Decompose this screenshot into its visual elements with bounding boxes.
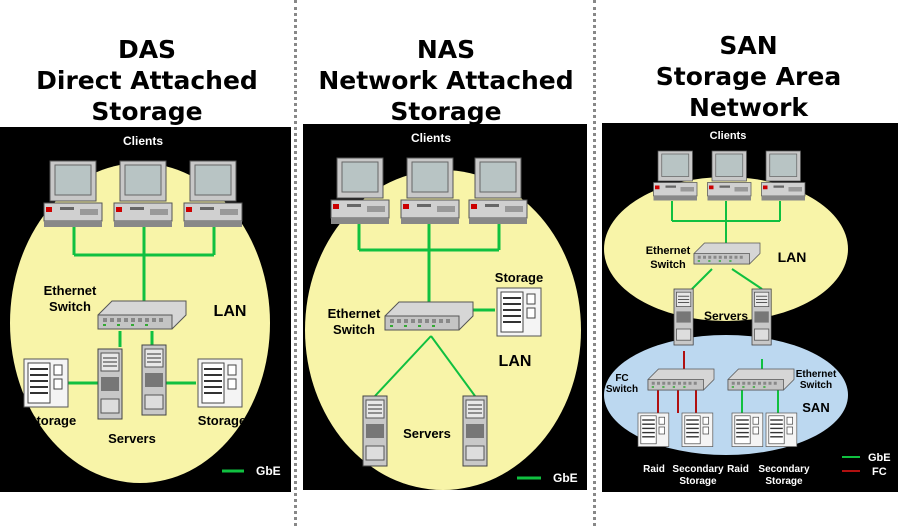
san-title: SAN Storage Area Network [598,30,899,123]
san-lan-label: LAN [778,249,807,265]
san-secondary2-label-2: Storage [765,476,803,487]
san-panel: Clients Ethernet Switch LAN Servers FC S… [602,123,898,492]
nas-storage-label: Storage [495,270,543,285]
nas-server-2 [462,395,488,467]
nas-storage-device [496,287,542,337]
das-storage-right [197,358,243,408]
nas-client-pc-1 [330,157,390,225]
nas-title-line3: Storage [390,97,502,126]
san-raid-2 [731,412,764,448]
san-fc-links [657,351,860,472]
divider-right [593,0,596,526]
das-switch-label-1: Ethernet [44,283,97,298]
san-eth-switch2-label-2: Switch [800,380,832,391]
san-servers-label: Servers [704,309,748,323]
das-storage-left-label: Storage [28,413,76,428]
das-server-2 [141,344,167,416]
das-storage-right-label: Storage [198,413,246,428]
nas-panel: Clients Storage Ethernet Switch LAN Serv… [303,124,587,490]
san-secondary2-label-1: Secondary [758,464,810,475]
nas-gbe-links [357,224,501,312]
das-lan-label: LAN [214,303,247,320]
nas-clients-label: Clients [411,131,451,145]
das-servers-label: Servers [108,431,156,446]
das-ethernet-switch [97,300,187,330]
san-legend-gbe: GbE [868,452,891,464]
nas-ethernet-switch [384,301,474,331]
san-secondary-storage-1 [681,412,714,448]
san-raid-1 [637,412,670,448]
san-title-line2: Storage Area [655,62,842,91]
nas-switch-label-2: Switch [333,322,375,337]
nas-switch-label-1: Ethernet [328,306,381,321]
san-san-label: SAN [802,400,829,415]
san-title-line1: SAN [719,31,778,60]
san-client-pc-2 [707,150,752,201]
das-title-line3: Storage [91,97,203,126]
san-gbe-links [671,201,860,458]
das-panel: Clients Ethernet Switch LAN Storage Serv… [0,127,291,492]
nas-lan-label: LAN [499,353,532,370]
san-server-1 [673,288,694,346]
nas-client-pc-2 [400,157,460,225]
san-raid1-label: Raid [643,464,665,475]
das-title-line2: Direct Attached [36,66,258,95]
san-secondary1-label-1: Secondary [672,464,724,475]
nas-legend-gbe: GbE [553,471,578,485]
nas-server-links [374,335,476,397]
nas-title-line1: NAS [416,35,476,64]
das-title: DAS Direct Attached Storage [0,34,294,127]
san-server-2 [751,288,772,346]
nas-title-line2: Network Attached [318,66,574,95]
das-client-pc-1 [43,160,103,228]
das-server-1 [97,348,123,420]
san-clients-label: Clients [710,130,747,142]
san-client-pc-3 [761,150,806,201]
san-switch-label-2: Switch [650,259,686,271]
san-ethernet-switch [693,242,761,265]
das-switch-label-2: Switch [49,299,91,314]
das-legend-gbe: GbE [256,464,281,478]
das-clients-label: Clients [123,134,163,148]
das-title-line1: DAS [117,35,177,64]
das-client-pc-3 [183,160,243,228]
san-title-line3: Network [688,93,809,122]
nas-title: NAS Network Attached Storage [298,34,594,127]
san-ethernet-switch-2 [727,368,795,391]
san-switch-label-1: Ethernet [646,245,691,257]
san-client-pc-1 [653,150,698,201]
san-fc-switch-label-2: Switch [606,384,638,395]
das-storage-left [23,358,69,408]
nas-server-1 [362,395,388,467]
san-fc-switch-label-1: FC [615,373,628,384]
nas-client-pc-3 [468,157,528,225]
das-gbe-links [66,227,244,473]
san-secondary-storage-2 [765,412,798,448]
divider-left [294,0,297,526]
san-eth-switch2-label-1: Ethernet [796,369,837,380]
san-secondary1-label-2: Storage [679,476,717,487]
san-raid2-label: Raid [727,464,749,475]
san-fc-switch [647,368,715,391]
nas-servers-label: Servers [403,426,451,441]
das-client-pc-2 [113,160,173,228]
san-legend-fc: FC [872,466,887,478]
